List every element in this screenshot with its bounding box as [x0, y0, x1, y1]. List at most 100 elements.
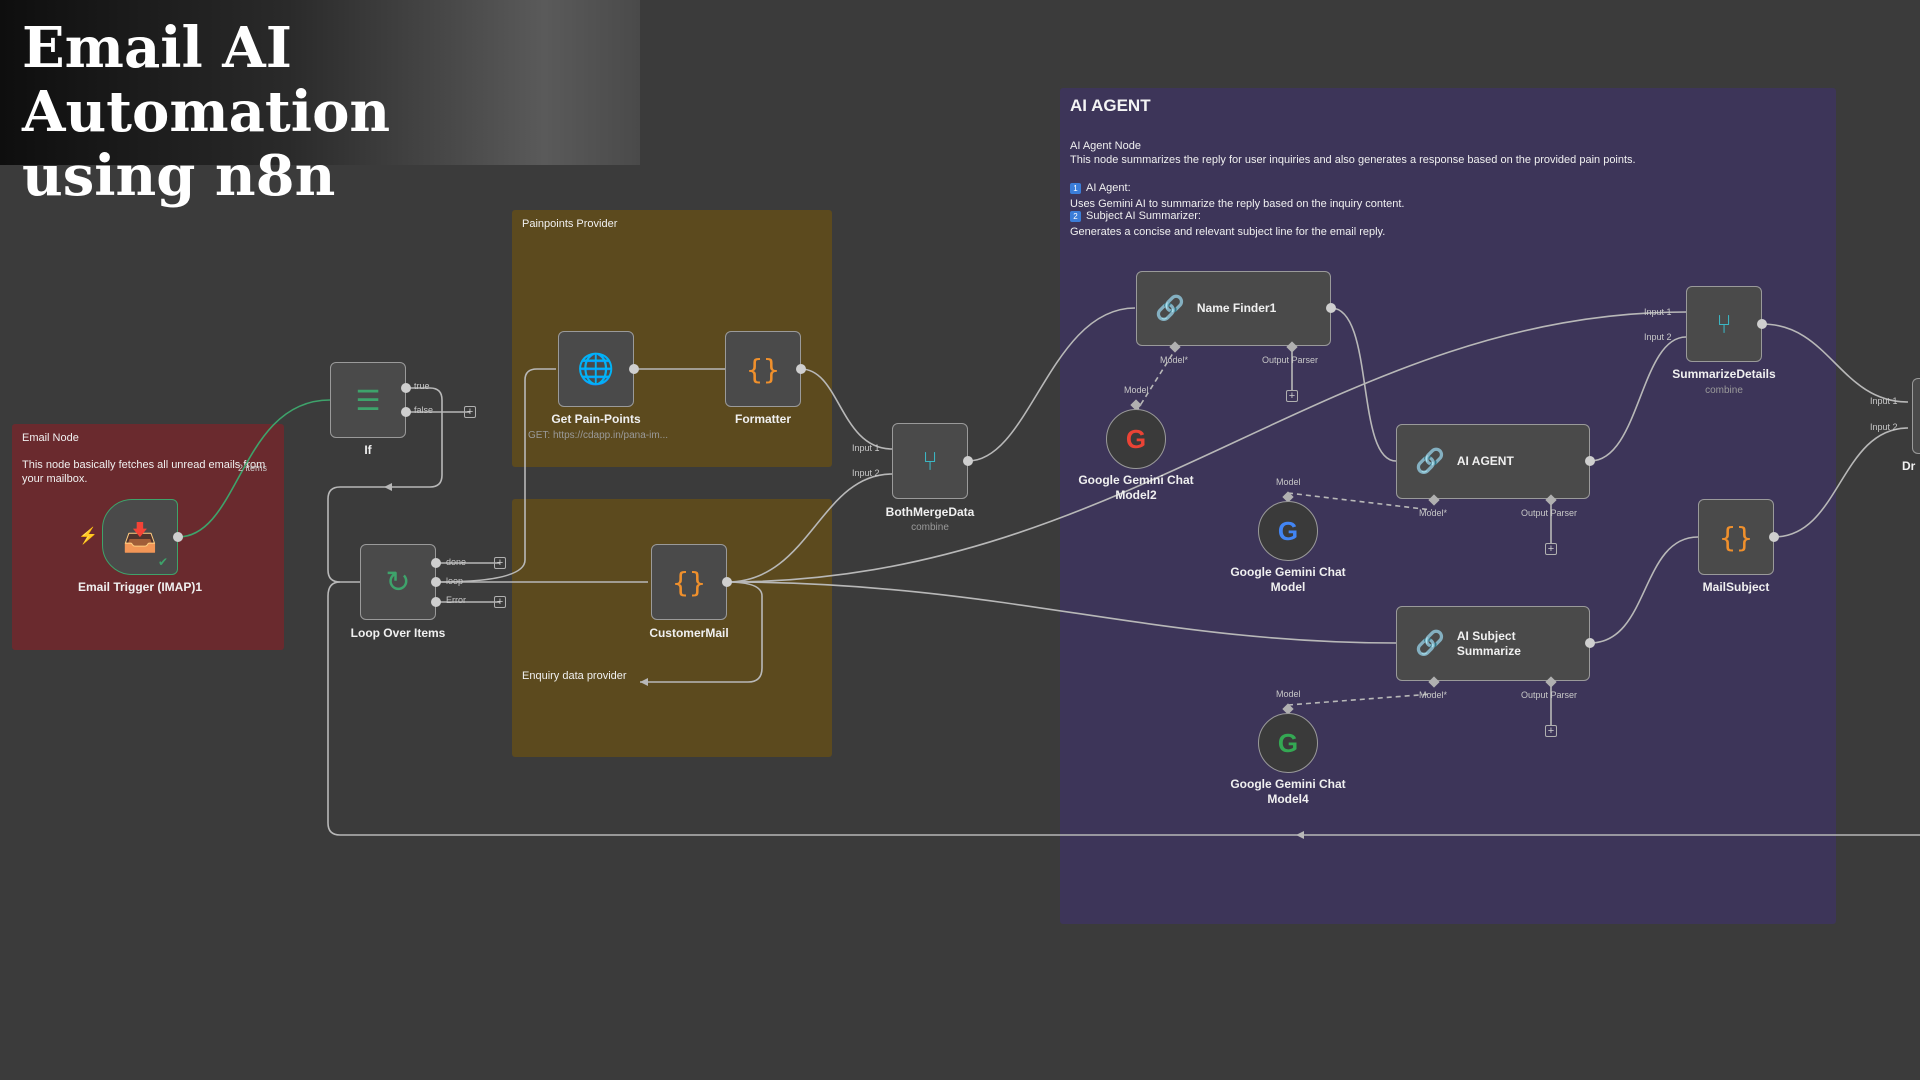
loop-done-label: done	[446, 557, 467, 567]
page-title: Email AI Automation using n8n	[22, 16, 640, 208]
subject-summarize-node[interactable]: 🔗 AI Subject Summarize	[1396, 606, 1590, 681]
customermail-node[interactable]: {}	[651, 544, 727, 620]
subject-summarize-model-label: Model*	[1419, 690, 1448, 700]
ai-agent-badge-2: 2	[1070, 210, 1081, 222]
link-icon: 🔗	[1415, 630, 1445, 657]
formatter-output[interactable]	[796, 364, 806, 374]
if-true-port[interactable]	[401, 383, 411, 393]
summarize-details-output[interactable]	[1757, 319, 1767, 329]
formatter-label: Formatter	[734, 412, 791, 426]
get-painpoints-node[interactable]: 🌐	[558, 331, 634, 407]
bothmerge-input1-label: Input 1	[852, 443, 880, 453]
gemini2-label: Google Gemini Chat Model2	[1078, 473, 1194, 502]
summarize-details-node[interactable]: ⑂	[1686, 286, 1762, 362]
ai-agent-parser-add-button[interactable]: +	[1545, 543, 1557, 555]
name-finder-parser-label: Output Parser	[1262, 355, 1319, 365]
arrow-if-back	[384, 483, 392, 491]
loop-loop-port[interactable]	[431, 577, 441, 587]
loop-label: Loop Over Items	[350, 626, 446, 640]
summarize-details-input1-label: Input 1	[1644, 307, 1672, 317]
loop-node[interactable]: ↻	[360, 544, 436, 620]
check-icon: ✔	[158, 555, 169, 569]
gemini1-label: Google Gemini Chat Model	[1230, 565, 1346, 594]
google-g-icon: G	[1125, 423, 1147, 454]
gemini4-model-label: Model	[1276, 689, 1301, 699]
loop-done-add-button[interactable]: +	[494, 557, 506, 569]
loop-loop-label: loop	[446, 576, 464, 586]
if-label: If	[364, 443, 372, 457]
gemini1-node[interactable]: G	[1258, 501, 1318, 561]
ai-agent-line6: Generates a concise and relevant subject…	[1070, 226, 1386, 238]
google-g-icon: G	[1277, 727, 1299, 758]
subject-summarize-label: AI Subject Summarize	[1456, 628, 1521, 658]
merge-icon: ⑂	[922, 445, 938, 476]
if-node[interactable]: ☰	[330, 362, 406, 438]
get-painpoints-sub: GET: https://cdapp.in/pana-im...	[527, 430, 669, 441]
mail-subject-output[interactable]	[1769, 532, 1779, 542]
email-trigger-label: Email Trigger (IMAP)1	[77, 580, 203, 594]
bolt-icon: ⚡	[78, 528, 98, 545]
gemini2-model-label: Model	[1124, 385, 1149, 395]
name-finder-output[interactable]	[1326, 303, 1336, 313]
if-true-label: true	[414, 381, 430, 391]
subject-summarize-parser-add-button[interactable]: +	[1545, 725, 1557, 737]
braces-icon: {}	[672, 565, 706, 599]
ai-agent-sticky-title: AI AGENT	[1070, 96, 1151, 115]
mail-subject-label: MailSubject	[1702, 580, 1770, 594]
page-title-line1: Email AI Automation	[22, 15, 391, 145]
gemini1-model-label: Model	[1276, 477, 1301, 487]
link-icon: 🔗	[1415, 448, 1445, 475]
gemini4-node[interactable]: G	[1258, 713, 1318, 773]
if-false-add-button[interactable]: +	[464, 406, 476, 418]
formatter-node[interactable]: {}	[725, 331, 801, 407]
summarize-details-input2-label: Input 2	[1644, 332, 1672, 342]
google-g-icon: G	[1277, 515, 1299, 546]
ai-agent-line1: AI Agent Node	[1070, 140, 1141, 152]
ai-agent-node-label: AI AGENT	[1456, 454, 1514, 468]
ai-agent-line5: Subject AI Summarizer:	[1086, 210, 1201, 222]
link-icon: 🔗	[1155, 295, 1185, 322]
ai-agent-badge-1: 1	[1070, 182, 1081, 194]
get-painpoints-output[interactable]	[629, 364, 639, 374]
get-painpoints-label: Get Pain-Points	[551, 412, 641, 426]
name-finder-model-label: Model*	[1160, 355, 1189, 365]
draft-node[interactable]	[1912, 378, 1920, 454]
gemini2-node[interactable]: G	[1106, 409, 1166, 469]
subject-summarize-output[interactable]	[1585, 638, 1595, 648]
customermail-output[interactable]	[722, 577, 732, 587]
gemini4-label: Google Gemini Chat Model4	[1230, 777, 1346, 806]
email-trigger-output[interactable]	[173, 532, 183, 542]
ai-agent-output[interactable]	[1585, 456, 1595, 466]
summarize-details-sub: combine	[1705, 385, 1743, 396]
loop-done-port[interactable]	[431, 558, 441, 568]
name-finder-node[interactable]: 🔗 Name Finder1	[1136, 271, 1331, 346]
loop-error-port[interactable]	[431, 597, 441, 607]
if-false-port[interactable]	[401, 407, 411, 417]
items-badge: 2 items	[238, 463, 268, 473]
email-trigger-node[interactable]: 📥	[102, 499, 178, 575]
name-finder-parser-add-button[interactable]: +	[1286, 390, 1298, 402]
braces-icon: {}	[1719, 520, 1753, 554]
subject-summarize-parser-label: Output Parser	[1521, 690, 1578, 700]
inbox-icon: 📥	[122, 521, 158, 553]
bothmerge-sub: combine	[911, 522, 949, 533]
bothmerge-label: BothMergeData	[885, 505, 975, 519]
summarize-details-label: SummarizeDetails	[1672, 367, 1776, 381]
email-node-sticky-title: Email Node	[22, 432, 79, 444]
customermail-label: CustomerMail	[649, 626, 729, 640]
bothmerge-output[interactable]	[963, 456, 973, 466]
loop-error-label: Error	[446, 595, 466, 605]
ai-agent-model-label: Model*	[1419, 508, 1448, 518]
title-banner: Email AI Automation using n8n	[0, 0, 640, 208]
loop-error-add-button[interactable]: +	[494, 596, 506, 608]
draft-input2-label: Input 2	[1870, 422, 1898, 432]
signpost-icon: ☰	[355, 384, 381, 416]
painpoints-sticky-title: Painpoints Provider	[522, 218, 618, 230]
ai-agent-line2: This node summarizes the reply for user …	[1070, 154, 1636, 166]
mail-subject-node[interactable]: {}	[1698, 499, 1774, 575]
bothmerge-node[interactable]: ⑂	[892, 423, 968, 499]
bothmerge-input2-label: Input 2	[852, 468, 880, 478]
merge-icon: ⑂	[1716, 308, 1732, 339]
ai-agent-node[interactable]: 🔗 AI AGENT	[1396, 424, 1590, 499]
